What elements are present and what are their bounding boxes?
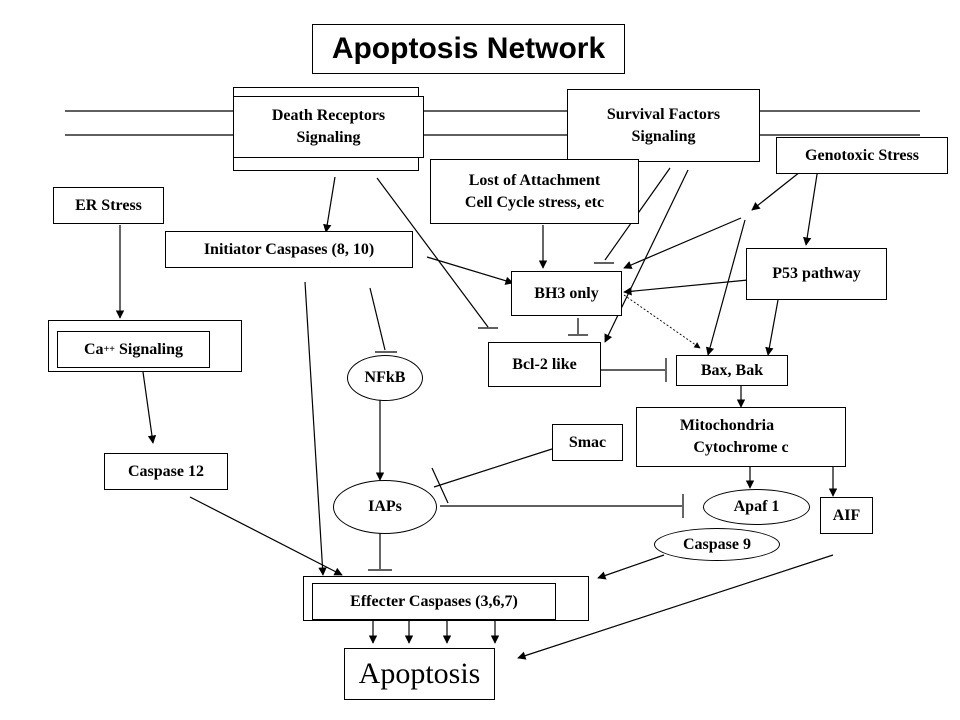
apoptosis: Apoptosis xyxy=(344,648,495,700)
edge-bh3-to-baxbak-dotted xyxy=(623,294,701,349)
bax-bak: Bax, Bak xyxy=(676,355,788,386)
ca-signaling-superscript: ++ xyxy=(103,343,115,355)
edge-genotoxic-to-p53 xyxy=(803,167,819,246)
initiator-caspases: Initiator Caspases (8, 10) xyxy=(165,231,413,268)
effecter-caspases: Effecter Caspases (3,6,7) xyxy=(312,583,556,620)
inhibit-smac-to-iaps xyxy=(433,448,553,488)
inhibit-initiator-nfkb xyxy=(369,287,386,351)
edge-aif-to-apoptosis xyxy=(517,554,834,660)
ca-signaling-suffix: Signaling xyxy=(114,340,183,358)
iaps: IAPs xyxy=(333,480,437,534)
edge-mid-to-bh3 xyxy=(623,217,742,269)
inhibit-dr-to-bcl2 xyxy=(376,177,489,328)
caspase-12: Caspase 12 xyxy=(104,453,228,490)
bh3-only: BH3 only xyxy=(511,271,622,316)
ca-signaling-prefix: Ca xyxy=(84,340,104,358)
smac: Smac xyxy=(552,424,623,461)
edge-initiator-to-effecter xyxy=(304,281,327,576)
page-title: Apoptosis Network xyxy=(312,24,625,74)
edge-casp12-to-effecter xyxy=(189,496,343,576)
aif: AIF xyxy=(820,497,873,534)
mitochondria-cytochrome-c: Mitochondria Cytochrome c xyxy=(636,407,846,467)
death-receptors-signaling: Death Receptors Signaling xyxy=(233,96,424,158)
bcl-2-like: Bcl-2 like xyxy=(488,342,601,387)
edge-p53-to-baxbak xyxy=(765,299,779,356)
ca-signaling: Ca++ Signaling xyxy=(57,331,210,368)
edge-p53-to-bh3 xyxy=(623,279,749,296)
genotoxic-stress: Genotoxic Stress xyxy=(776,137,948,174)
edge-dr-to-initiator xyxy=(323,176,336,233)
edge-ca-to-casp12 xyxy=(142,371,157,444)
edge-mid-to-baxbak xyxy=(705,219,746,356)
lost-of-attachment: Lost of Attachment Cell Cycle stress, et… xyxy=(430,159,639,224)
inhibit-smac-to-iaps-bar xyxy=(431,467,449,504)
nfkb: NFkB xyxy=(347,355,423,401)
caspase-9: Caspase 9 xyxy=(654,528,780,561)
cytochrome-c-label: Cytochrome c xyxy=(693,439,789,456)
edge-casp9-to-effecter xyxy=(597,554,665,580)
er-stress: ER Stress xyxy=(53,187,164,224)
apaf-1: Apaf 1 xyxy=(703,489,810,525)
mitochondria-label: Mitochondria xyxy=(679,417,775,435)
p53-pathway: P53 pathway xyxy=(746,248,887,300)
survival-factors-signaling: Survival Factors Signaling xyxy=(567,89,760,162)
edge-initiator-to-bh3 xyxy=(426,256,514,285)
edge-genotoxic-to-mid xyxy=(751,167,806,211)
